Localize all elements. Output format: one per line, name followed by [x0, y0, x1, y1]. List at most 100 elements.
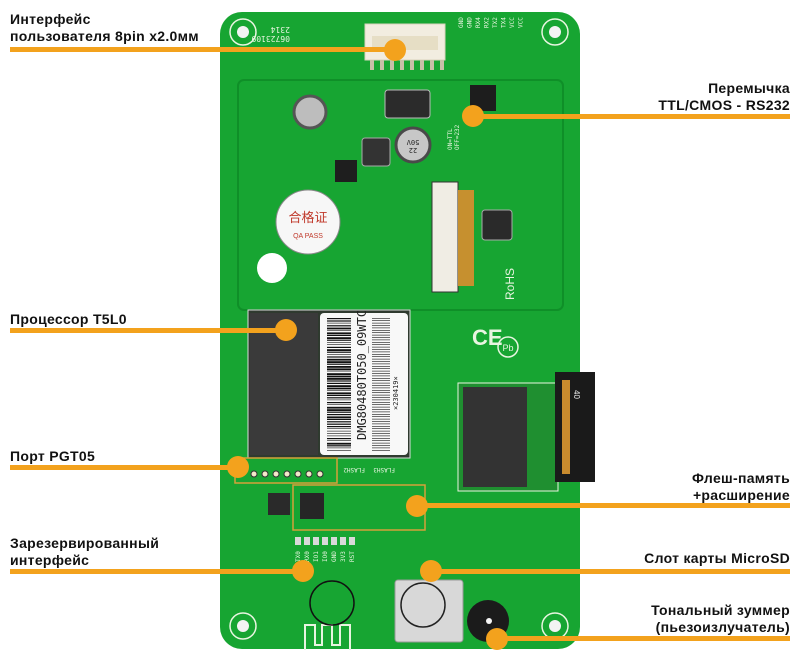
- barcode-bar: [372, 366, 390, 367]
- barcode-bar: [327, 414, 351, 416]
- leader-line: [10, 569, 302, 574]
- pb-free-icon: [497, 336, 519, 358]
- barcode-bar: [327, 392, 351, 395]
- callout-user-interface-label: Интерфейс пользователя 8pin x2.0мм: [10, 11, 199, 45]
- pin-hole: [250, 470, 258, 478]
- barcode-bar: [372, 394, 390, 396]
- barcode-bar: [372, 380, 390, 381]
- callout-marker: [462, 105, 484, 127]
- pin-pad: [295, 537, 301, 545]
- microsd-slot: [394, 579, 464, 643]
- barcode-bar: [372, 435, 390, 437]
- connector-pins: [370, 60, 444, 70]
- barcode-bar: [327, 442, 351, 445]
- top-pin-label: GND: [458, 17, 465, 28]
- cap-marking: 50V: [406, 138, 419, 146]
- callout-jumper-label: Перемычка TTL/CMOS - RS232: [658, 80, 790, 114]
- callout-marker: [486, 628, 508, 650]
- cap-marking: 22: [409, 146, 417, 154]
- barcode-bar: [327, 411, 351, 413]
- pin-pad: [304, 537, 310, 545]
- barcode-bar: [372, 390, 390, 391]
- leader-line: [417, 503, 790, 508]
- callout-reserved-label: Зарезервированный интерфейс: [10, 535, 159, 569]
- barcode-bar: [372, 334, 390, 336]
- callout-line: Интерфейс: [10, 11, 91, 27]
- pin-hole: [316, 470, 324, 478]
- reserved-pin-label: IO1: [313, 551, 320, 562]
- barcode-bar: [327, 346, 351, 348]
- barcode-bar: [372, 373, 390, 374]
- callout-line: Слот карты MicroSD: [644, 550, 790, 566]
- barcode-bar: [327, 382, 351, 384]
- barcode-bar: [372, 346, 390, 348]
- pin-pad: [340, 537, 346, 545]
- silk-flash: FLASH3: [373, 466, 395, 473]
- barcode-bar: [327, 430, 351, 432]
- barcode-bar: [372, 438, 390, 439]
- pgt05-pin-holes: [250, 470, 324, 478]
- barcode-bar: [327, 394, 351, 396]
- barcode-bar: [372, 445, 390, 446]
- barcode-bar: [372, 442, 390, 444]
- qa-sticker-text: QA PASS: [293, 233, 323, 240]
- barcode-bar: [327, 332, 351, 335]
- ic-chip: [335, 160, 357, 182]
- barcode-bar: [372, 351, 390, 353]
- reserved-pin-label: IO0: [322, 551, 329, 562]
- barcode-bar: [372, 428, 390, 429]
- barcode-bar: [372, 426, 390, 427]
- barcode-bar: [327, 339, 351, 341]
- barcode-bar: [372, 368, 390, 369]
- barcode-bar: [327, 351, 351, 353]
- inductor: [481, 209, 513, 241]
- barcode-bar: [372, 440, 390, 441]
- date-code: ×230419×: [392, 376, 400, 410]
- barcode-bar: [372, 421, 390, 422]
- barcode-bar: [327, 363, 351, 365]
- barcode-bar: [372, 370, 390, 372]
- barcode-bar: [372, 318, 390, 319]
- barcode-bar: [372, 330, 390, 331]
- callout-marker: [420, 560, 442, 582]
- barcode-bar: [372, 378, 390, 379]
- callout-processor-label: Процессор T5L0: [10, 311, 127, 328]
- top-pin-label: VCC: [509, 17, 516, 28]
- callout-line: Перемычка: [708, 80, 790, 96]
- barcode-bar: [372, 385, 390, 386]
- barcode-bar: [372, 402, 390, 403]
- mounting-hole-icon: [229, 612, 257, 640]
- barcode-bar: [372, 399, 390, 401]
- barcode-bar: [327, 320, 351, 322]
- callout-marker: [406, 495, 428, 517]
- pb-free-text: Pb: [502, 343, 513, 353]
- barcode-bar: [327, 368, 351, 371]
- barcode-bar: [327, 416, 351, 419]
- barcode-bar: [327, 428, 351, 429]
- silk-code: 06723109: [251, 34, 290, 43]
- barcode-bar: [372, 342, 390, 343]
- barcode-bar: [327, 409, 351, 411]
- barcode-bar: [372, 409, 390, 410]
- barcode-bar: [327, 344, 351, 345]
- callout-marker: [384, 39, 406, 61]
- barcode-bar: [372, 349, 390, 350]
- barcode-bar: [327, 370, 351, 372]
- barcode-bar: [327, 402, 351, 404]
- pin-hole: [261, 470, 269, 478]
- barcode-bar: [372, 382, 390, 384]
- barcode-bar: [372, 325, 390, 326]
- pin-hole: [272, 470, 280, 478]
- barcode-bar: [372, 339, 390, 341]
- barcode-bar: [327, 334, 351, 336]
- barcode-bar: [372, 447, 390, 449]
- callout-line: интерфейс: [10, 552, 90, 568]
- barcode-bar: [327, 447, 351, 449]
- zif-connector: [463, 387, 527, 487]
- fpc-cable: [458, 190, 474, 286]
- top-pin-label: TX2: [492, 17, 499, 28]
- barcode-bar: [372, 320, 390, 321]
- barcode-bar: [372, 414, 390, 415]
- barcode-bar: [372, 387, 390, 389]
